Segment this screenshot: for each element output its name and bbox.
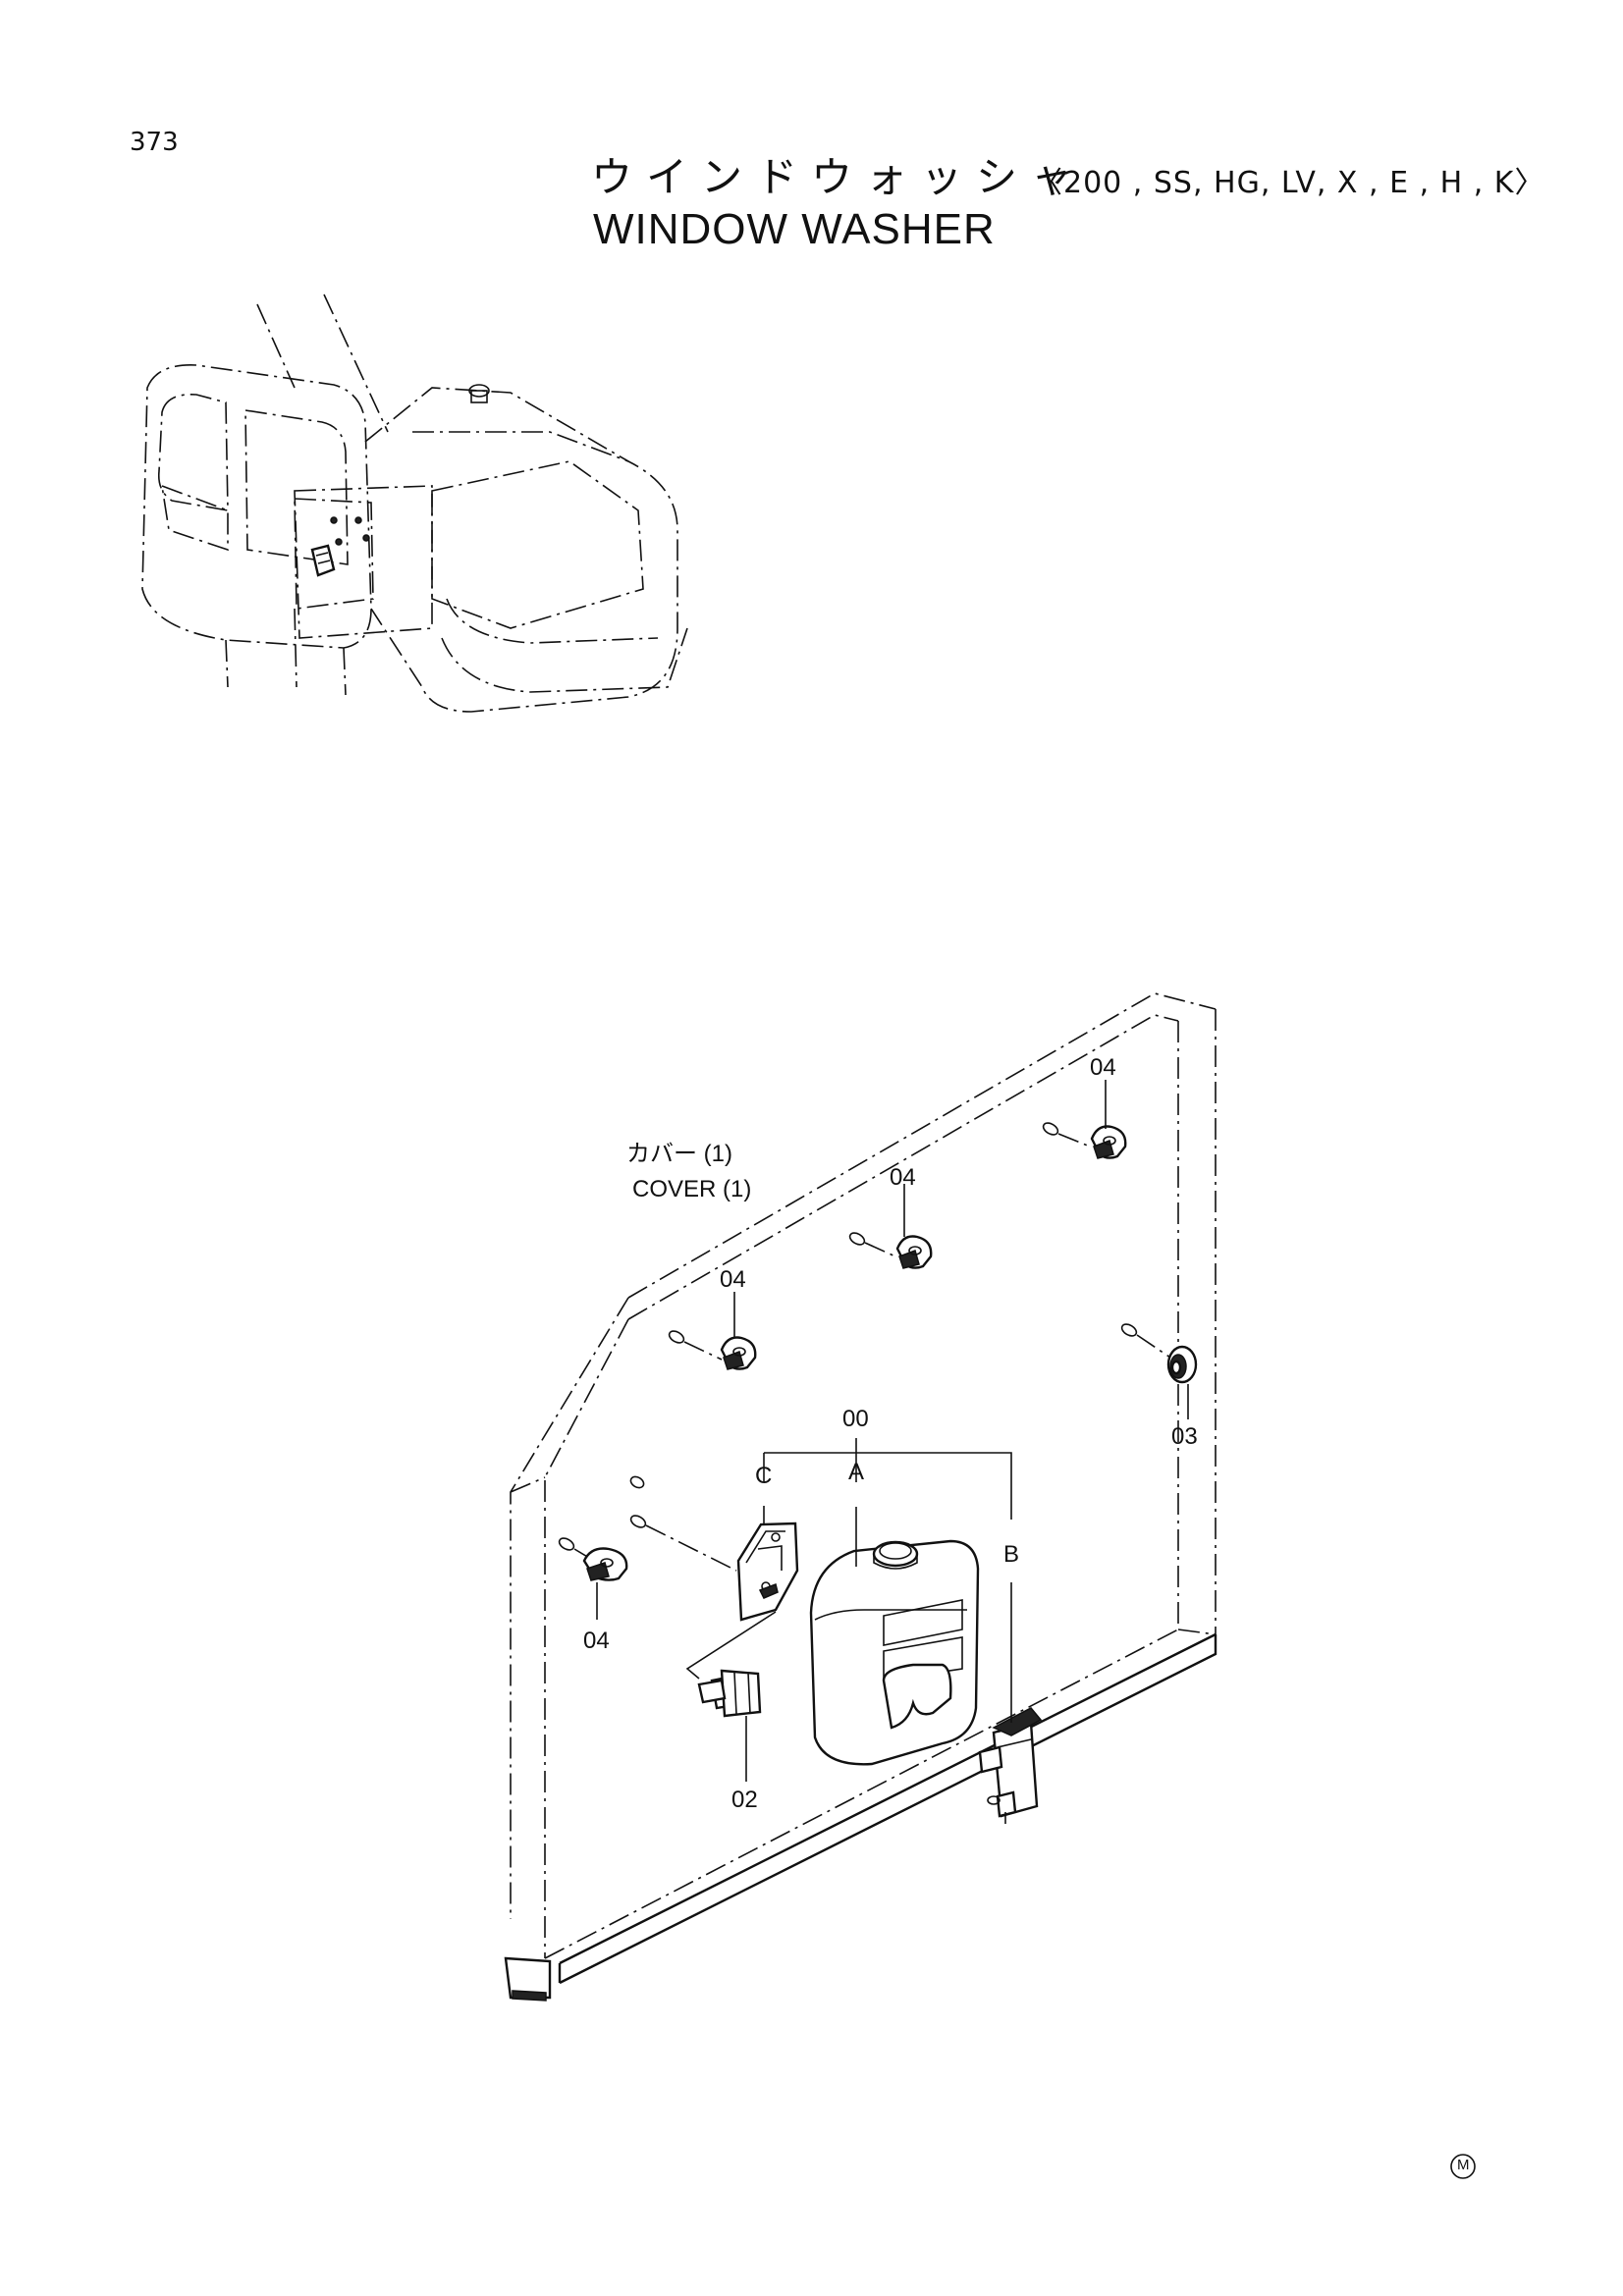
callout-04: 04 (583, 1628, 610, 1654)
cover-panel-icon (504, 992, 1217, 2002)
cover-label-jp: カバー (1) (626, 1141, 732, 1167)
callout-a: A (848, 1459, 865, 1485)
callout-00: 00 (842, 1406, 869, 1432)
clip-icon (895, 1235, 933, 1269)
title-english: WINDOW WASHER (593, 205, 996, 253)
bolt-icon (697, 1669, 762, 1718)
washer-tank-icon (809, 1539, 980, 1766)
clip-icon (1090, 1125, 1127, 1159)
grommet-icon (1166, 1345, 1198, 1384)
title-japanese: ウインドウォッシャ (591, 153, 1087, 201)
page-number: 373 (130, 128, 179, 157)
callout-03: 03 (1171, 1423, 1198, 1450)
callout-b: B (1003, 1541, 1020, 1568)
callout-02: 02 (731, 1787, 758, 1813)
callout-04: 04 (1090, 1054, 1116, 1081)
cover-label-en: COVER (1) (632, 1176, 752, 1202)
mark-m-icon (1450, 2154, 1476, 2179)
mounting-holes (558, 1122, 1138, 1551)
bracket-icon (736, 1522, 799, 1622)
watermark-m: M (1457, 2157, 1470, 2173)
clip-icon (582, 1547, 628, 1581)
title-variants: 〈200 , SS, HG, LV, X , E , H , K〉 (1033, 166, 1545, 200)
clip-icon (720, 1336, 757, 1370)
callout-c: C (755, 1463, 773, 1489)
callout-04: 04 (890, 1164, 916, 1191)
machine-overview-icon (141, 294, 688, 713)
washer-pump-icon (978, 1707, 1043, 1824)
callout-04: 04 (720, 1266, 746, 1293)
